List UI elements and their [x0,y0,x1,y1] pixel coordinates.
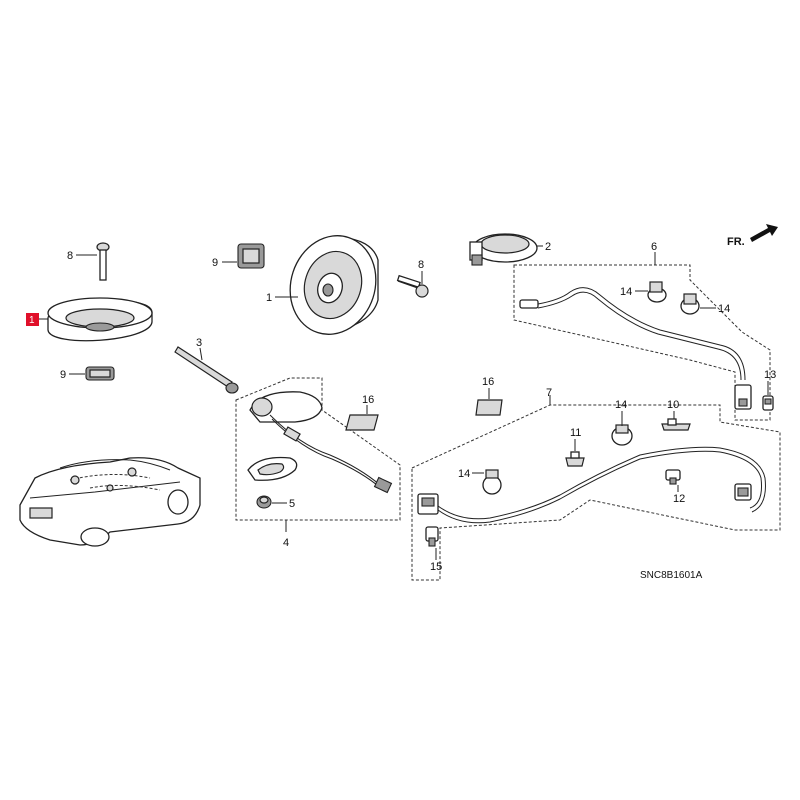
harness-6-part[interactable] [519,287,752,410]
callout-14-top-left: 14 [620,286,632,298]
diagram-code: SNC8B1601A [640,570,703,581]
callout-1-highlighted[interactable]: 1 [26,313,39,326]
clip-12-part[interactable] [665,469,681,485]
callout-14-middle: 14 [615,399,627,411]
front-direction-indicator: FR. [727,224,778,248]
callout-4: 4 [283,537,289,549]
leader-line-3 [199,347,203,361]
clip-9-left-part[interactable] [85,366,115,381]
callout-7: 7 [546,387,552,399]
bolt-8-left-part[interactable] [96,242,110,281]
callout-5: 5 [289,498,295,510]
callout-9-left: 9 [60,369,66,381]
callout-1-label: 1 [29,315,35,326]
arrow-right-icon [750,224,778,242]
group-box-7 [411,404,781,581]
clip-11-part[interactable] [565,451,585,467]
harness-7-part[interactable] [417,446,766,524]
car-silhouette [19,457,201,547]
antenna-rod-3-part[interactable] [174,346,239,394]
callout-10: 10 [667,399,679,411]
clamp-14-lower-part[interactable] [482,469,502,495]
callout-13: 13 [764,369,776,381]
callout-11: 11 [570,427,581,439]
callout-16-middle: 16 [362,394,374,406]
bolt-8-middle-part[interactable] [396,274,429,298]
nut-5-part[interactable] [256,495,272,509]
antenna-base-part[interactable] [249,391,393,494]
group-box-6 [513,264,771,421]
callout-8-left: 8 [67,250,73,262]
callout-14-lower: 14 [458,468,470,480]
clip-9-middle-part[interactable] [237,243,265,269]
tweeter-2-part[interactable] [469,233,538,266]
callout-15: 15 [430,561,442,573]
callout-1-highlight-box [26,313,39,326]
callout-6: 6 [651,241,657,253]
callout-8-middle: 8 [418,259,424,271]
clip-13-part[interactable] [762,395,774,411]
callout-14-top-right: 14 [718,303,730,315]
callout-1-middle: 1 [266,292,272,304]
clip-10-part[interactable] [661,418,691,431]
callout-2: 2 [545,241,551,253]
clamp-14-top-left-part[interactable] [647,281,667,303]
front-indicator-label: FR. [727,236,745,248]
callout-3: 3 [196,337,202,349]
speaker-ring-part[interactable] [47,297,153,342]
callout-16-right: 16 [482,376,494,388]
pad-16-right-part[interactable] [475,399,503,416]
speaker-1-part[interactable] [278,224,389,345]
clamp-14-middle-part[interactable] [611,424,633,446]
clamp-14-top-right-part[interactable] [680,293,700,315]
callout-9-middle: 9 [212,257,218,269]
clip-15-part[interactable] [425,526,439,547]
pad-16-middle-part[interactable] [345,414,379,431]
group-box-4 [235,377,401,521]
callout-12: 12 [673,493,685,505]
antenna-gasket-part[interactable] [247,456,298,481]
